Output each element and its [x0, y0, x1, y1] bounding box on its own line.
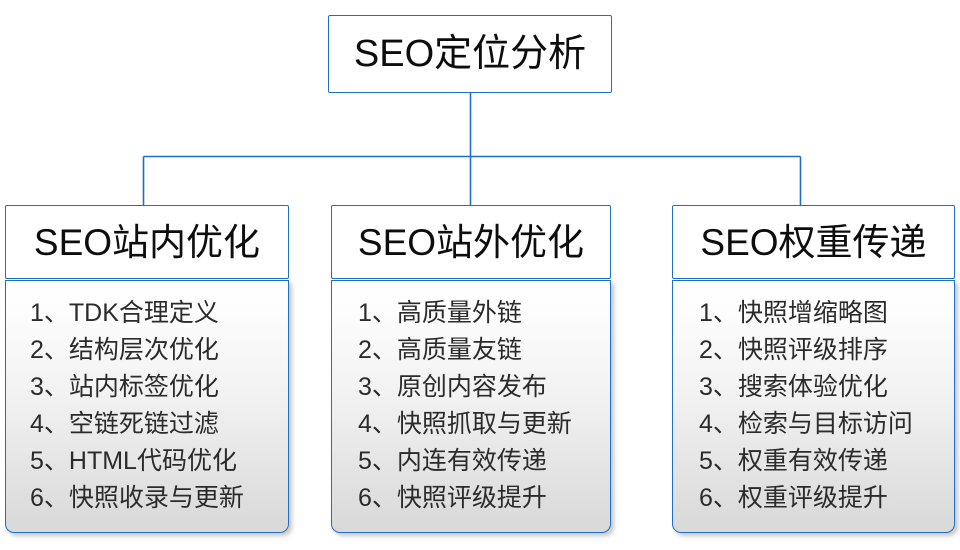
list-item: 4、快照抓取与更新: [358, 410, 572, 438]
branch-list-1: 1、TDK合理定义 2、结构层次优化 3、站内标签优化 4、空链死链过滤 5、H…: [5, 280, 289, 533]
list-item: 5、内连有效传递: [358, 447, 547, 475]
list-item: 6、快照评级提升: [358, 484, 547, 512]
list-item: 4、空链死链过滤: [30, 410, 219, 438]
list-item: 5、HTML代码优化: [30, 447, 237, 475]
list-item: 1、快照增缩略图: [699, 299, 888, 327]
branch-header-label-2: SEO站外优化: [357, 221, 585, 263]
list-item: 2、结构层次优化: [30, 336, 219, 364]
branch-column-1: SEO站内优化 1、TDK合理定义 2、结构层次优化 3、站内标签优化 4、空链…: [5, 205, 289, 533]
branch-column-3: SEO权重传递 1、快照增缩略图 2、快照评级排序 3、搜索体验优化 4、检索与…: [672, 205, 955, 533]
list-item: 3、搜索体验优化: [699, 373, 888, 401]
branch-header-label-1: SEO站内优化: [33, 221, 261, 263]
list-item: 1、TDK合理定义: [30, 299, 219, 327]
branch-header-1[interactable]: SEO站内优化: [5, 205, 289, 279]
branch-column-2: SEO站外优化 1、高质量外链 2、高质量友链 3、原创内容发布 4、快照抓取与…: [331, 205, 611, 533]
list-item: 5、权重有效传递: [699, 447, 888, 475]
list-item: 2、快照评级排序: [699, 336, 888, 364]
root-node[interactable]: SEO定位分析: [328, 15, 612, 93]
list-item: 3、站内标签优化: [30, 373, 219, 401]
list-item: 3、原创内容发布: [358, 373, 547, 401]
branch-header-label-3: SEO权重传递: [700, 221, 927, 263]
branch-header-2[interactable]: SEO站外优化: [331, 205, 611, 279]
branch-list-2: 1、高质量外链 2、高质量友链 3、原创内容发布 4、快照抓取与更新 5、内连有…: [331, 280, 611, 533]
list-item: 6、权重评级提升: [699, 484, 888, 512]
list-item: 2、高质量友链: [358, 336, 522, 364]
branch-header-3[interactable]: SEO权重传递: [672, 205, 955, 279]
root-node-label: SEO定位分析: [353, 33, 587, 75]
list-item: 6、快照收录与更新: [30, 484, 244, 512]
branch-list-3: 1、快照增缩略图 2、快照评级排序 3、搜索体验优化 4、检索与目标访问 5、权…: [672, 280, 955, 533]
list-item: 4、检索与目标访问: [699, 410, 913, 438]
list-item: 1、高质量外链: [358, 299, 522, 327]
